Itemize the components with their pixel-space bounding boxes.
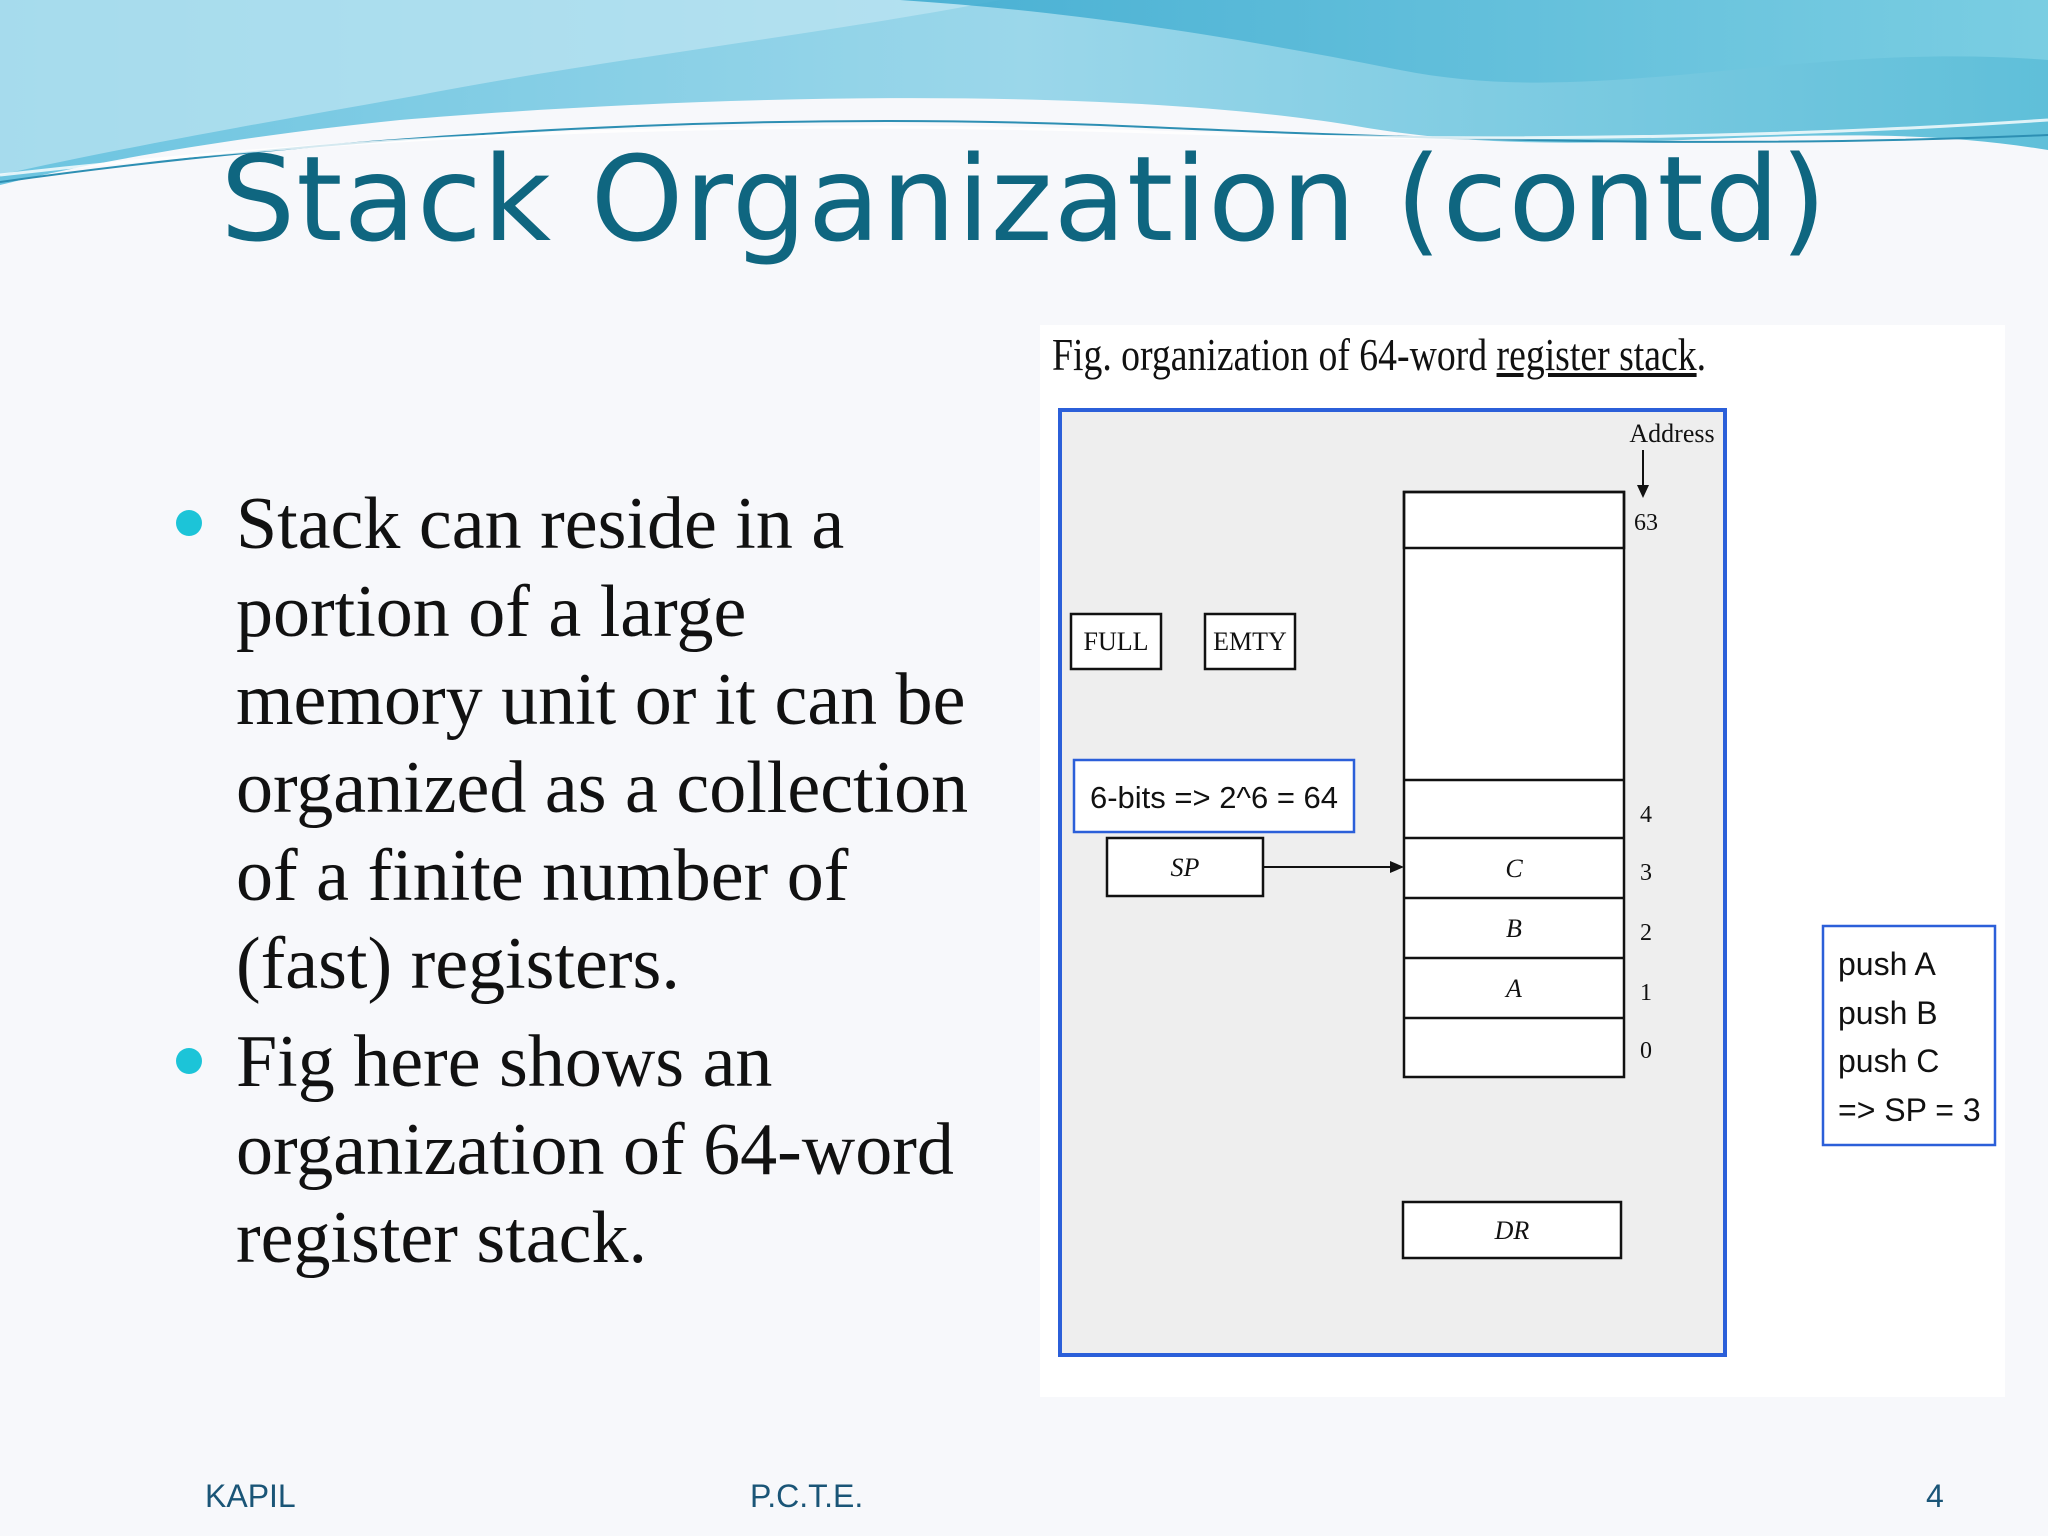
push-note-box xyxy=(1821,924,1997,1147)
figure-border xyxy=(1058,408,1727,1357)
dr-label: DR xyxy=(1494,1216,1530,1245)
address-63-label: 63 xyxy=(1634,510,1658,536)
bits-note-text: 6-bits => 2^6 = 64 xyxy=(1090,780,1338,815)
register-content: B xyxy=(1506,914,1522,943)
slide-title: Stack Organization (contd) xyxy=(220,130,1828,268)
caption-underlined-text: register stack xyxy=(1496,329,1697,380)
sp-label: SP xyxy=(1171,853,1200,882)
bullet-dot-icon xyxy=(176,510,202,536)
full-flag-box xyxy=(1069,612,1163,671)
footer-author: KAPIL xyxy=(205,1478,296,1514)
bullet-text: Fig here shows an organization of 64-wor… xyxy=(236,1021,954,1279)
caption-text: Fig. organization of 64-word xyxy=(1052,329,1497,380)
empty-flag-label: EMTY xyxy=(1213,627,1287,656)
empty-flag-box xyxy=(1203,612,1297,671)
bullet-dot-icon xyxy=(176,1048,202,1074)
sp-register-box xyxy=(1105,836,1265,898)
register-address: 3 xyxy=(1640,860,1652,886)
register-rows: 4 C 3 B 2 A 1 0 xyxy=(1404,778,1652,1064)
register-content: A xyxy=(1504,974,1522,1003)
bullet-item: Fig here shows an organization of 64-wor… xyxy=(176,1018,1006,1282)
register-address: 2 xyxy=(1640,920,1652,946)
register-address: 1 xyxy=(1640,980,1652,1006)
address-label: Address xyxy=(1629,419,1714,448)
push-note-line: push A xyxy=(1838,946,1937,982)
push-note-line: => SP = 3 xyxy=(1838,1092,1981,1128)
figure-caption: Fig. organization of 64-word register st… xyxy=(1052,328,1706,381)
stack-column xyxy=(1402,490,1626,1079)
register-address: 0 xyxy=(1640,1038,1652,1064)
caption-end: . xyxy=(1696,329,1707,380)
address-arrow-head xyxy=(1637,485,1649,498)
header-wave-decoration xyxy=(0,0,2048,185)
register-63 xyxy=(1402,490,1626,550)
dr-register-box xyxy=(1401,1200,1623,1260)
full-flag-label: FULL xyxy=(1084,627,1149,656)
bullet-item: Stack can reside in a portion of a large… xyxy=(176,480,1006,1008)
push-note-line: push B xyxy=(1838,995,1938,1031)
footer-page-number: 4 xyxy=(1926,1478,1944,1514)
footer-institution: P.C.T.E. xyxy=(750,1478,864,1514)
bullet-list: Stack can reside in a portion of a large… xyxy=(176,480,1006,1282)
bits-note-box xyxy=(1072,758,1356,834)
sp-pointer-arrowhead xyxy=(1390,861,1404,873)
register-content: C xyxy=(1505,854,1523,883)
register-address: 4 xyxy=(1640,802,1652,828)
bullet-text: Stack can reside in a portion of a large… xyxy=(236,483,969,1005)
push-note-line: push C xyxy=(1838,1043,1939,1079)
